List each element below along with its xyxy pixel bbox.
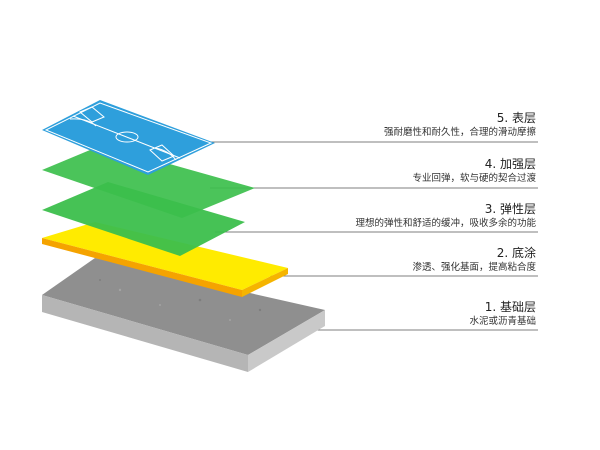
layer-title-1: 1. 基础层 [484,300,536,314]
layer-desc-5: 强耐磨性和耐久性，合理的滑动摩擦 [383,127,536,138]
primer-layer [42,222,288,297]
elastic-layer-top [42,182,245,256]
layer-label-5: 5. 表层 强耐磨性和耐久性，合理的滑动摩擦 [384,111,536,139]
reinforcement-layer [42,145,255,218]
elastic-layer [42,182,245,256]
layer-desc-4: 专业回弹，软与硬的契合过渡 [412,173,536,184]
base-layer-front [42,295,248,372]
layer-desc-1: 水泥或沥青基础 [469,316,536,327]
court-lines [44,102,213,173]
reinforcement-layer-top [42,145,255,218]
layer-title-2: 2. 底涂 [496,246,536,260]
base-layer-top [42,258,325,355]
base-layer-slab [42,258,325,372]
layer-title-5: 5. 表层 [496,111,536,125]
base-layer-side [248,310,325,372]
layer-label-1: 1. 基础层 水泥或沥青基础 [469,300,536,328]
layer-label-2: 2. 底涂 渗透、强化基面，提高粘合度 [412,246,536,274]
surface-layer-court [42,100,215,175]
layer-title-3: 3. 弹性层 [484,202,536,216]
layer-label-4: 4. 加强层 专业回弹，软与硬的契合过渡 [412,157,536,185]
layer-desc-2: 渗透、强化基面，提高粘合度 [412,262,536,273]
primer-layer-side [242,268,288,297]
layer-desc-3: 理想的弹性和舒适的缓冲，吸收多余的功能 [355,218,536,229]
layer-label-3: 3. 弹性层 理想的弹性和舒适的缓冲，吸收多余的功能 [355,202,536,230]
primer-layer-edge [42,238,242,297]
layer-title-4: 4. 加强层 [484,157,536,171]
primer-layer-top [42,222,288,290]
